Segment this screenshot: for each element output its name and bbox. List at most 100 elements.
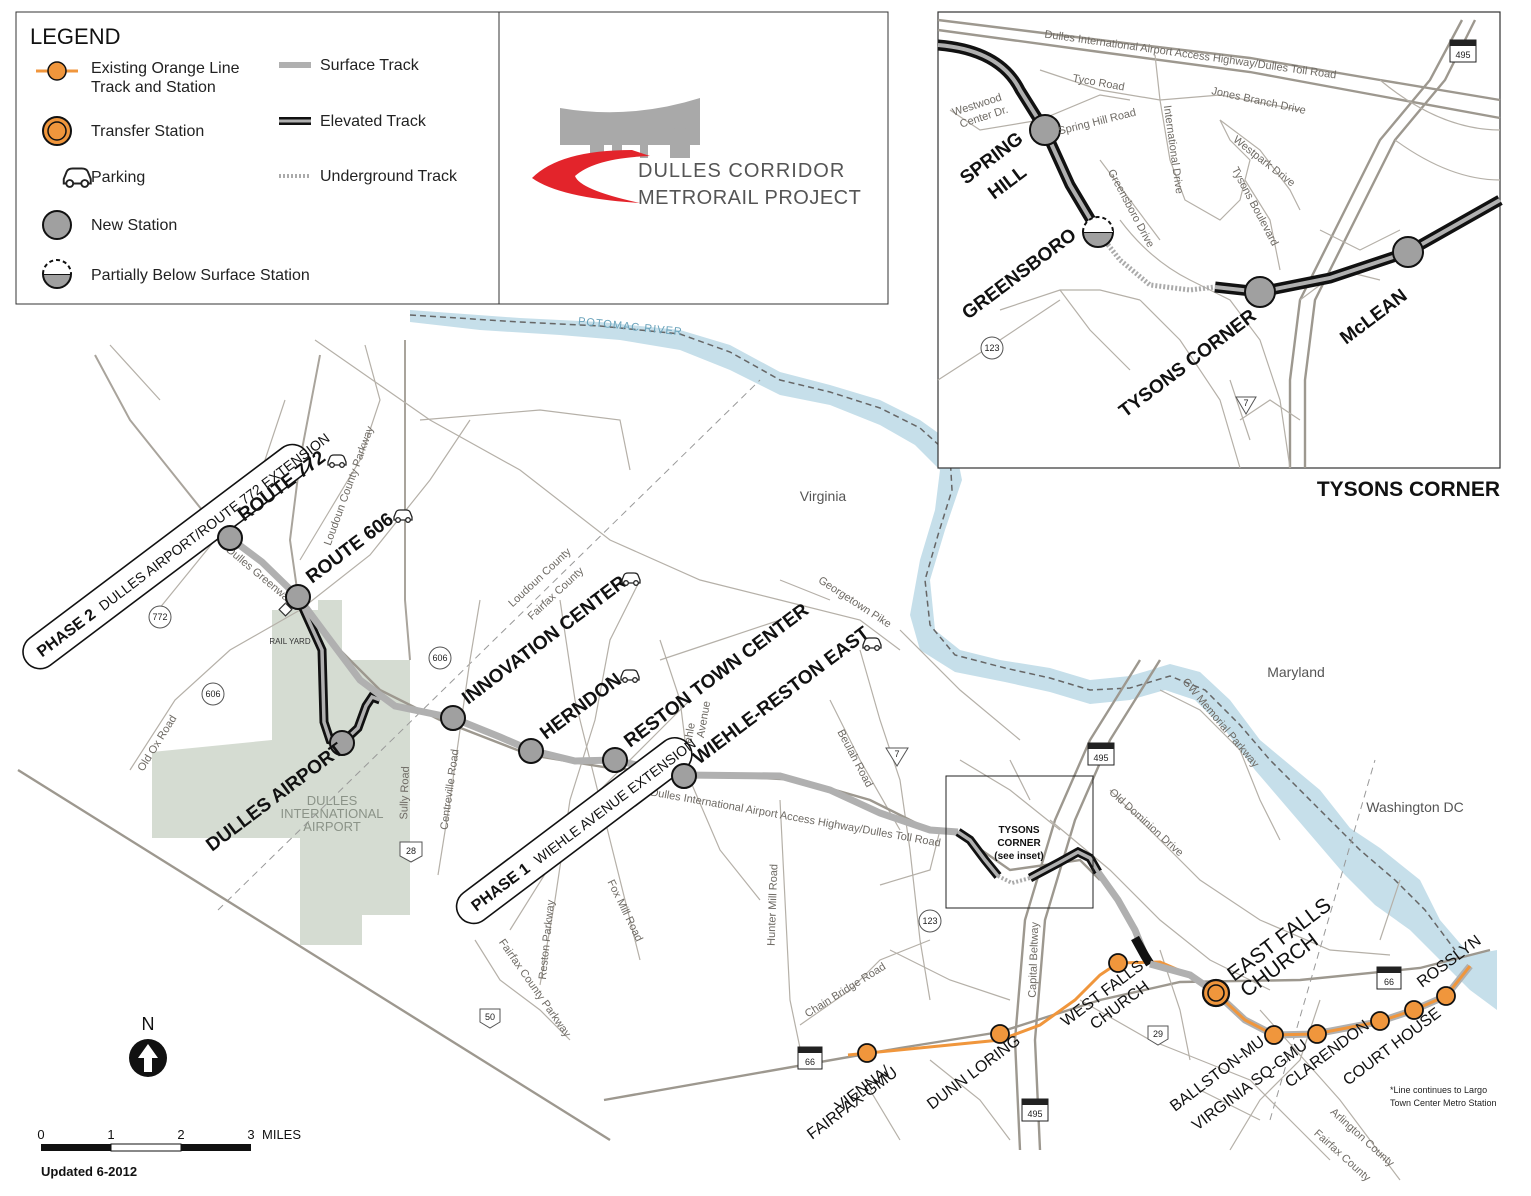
north-arrow-icon	[129, 1039, 167, 1077]
legend-new-station-icon	[42, 210, 72, 240]
inset-station-mclean[interactable]	[1392, 236, 1424, 268]
station-herndon[interactable]	[518, 738, 544, 764]
svg-text:Track and Station: Track and Station	[91, 79, 216, 96]
route-shield-123: 123	[918, 909, 942, 933]
station-clarendon[interactable]	[1370, 1011, 1390, 1031]
interstate-495-shield-a: 495	[1087, 742, 1115, 766]
inset-station-spring-hill[interactable]	[1029, 114, 1061, 146]
legend-parking-icon	[62, 167, 92, 188]
svg-text:METRORAIL PROJECT: METRORAIL PROJECT	[638, 187, 861, 209]
svg-text:0: 0	[37, 1127, 44, 1142]
station-virginia-sq[interactable]	[1307, 1024, 1327, 1044]
station-west-falls-church[interactable]	[1108, 953, 1128, 973]
fox-mill-label: Fox Mill Road	[605, 878, 645, 944]
station-innovation-center[interactable]	[440, 705, 466, 731]
station-vienna[interactable]	[857, 1043, 877, 1063]
svg-text:Transfer Station: Transfer Station	[91, 123, 204, 140]
svg-text:FAIRFAX-GMU: FAIRFAX-GMU	[804, 1064, 901, 1143]
svg-text:INTERNATIONAL: INTERNATIONAL	[280, 806, 383, 821]
parking-icon-route772	[327, 454, 347, 468]
inset-station-greensboro[interactable]	[1081, 216, 1115, 248]
tysons-box-label: TYSONS	[998, 825, 1039, 836]
svg-text:606: 606	[432, 653, 447, 663]
chain-bridge-label: Chain Bridge Road	[803, 961, 888, 1020]
label-herndon: HERNDON	[536, 669, 625, 744]
dulles-airport-area	[152, 600, 410, 945]
potomac-river	[410, 310, 1497, 1010]
svg-text:Elevated Track: Elevated Track	[320, 113, 427, 130]
legend-partial-icon	[42, 259, 72, 275]
ffx-pkwy-label: Fairfax County Parkway	[496, 937, 573, 1040]
capital-beltway-label: Capital Beltway	[1027, 921, 1042, 998]
inset-shield-7: 7	[1235, 396, 1257, 415]
inset-title: TYSONS CORNER	[1317, 478, 1500, 501]
svg-text:3: 3	[247, 1127, 254, 1142]
svg-text:772: 772	[152, 612, 167, 622]
interstate-495-shield-b: 495	[1021, 1098, 1049, 1122]
svg-text:495: 495	[1093, 753, 1108, 763]
svg-text:7: 7	[894, 749, 899, 759]
svg-text:MILES: MILES	[262, 1127, 301, 1142]
station-dulles-airport[interactable]	[329, 730, 355, 756]
svg-text:50: 50	[485, 1012, 495, 1022]
inset-station-tysons[interactable]	[1244, 276, 1276, 308]
label-dunn-loring: DUNN LORING	[924, 1032, 1024, 1113]
station-wiehle[interactable]	[671, 763, 697, 789]
route-shield-606a: 606	[201, 682, 225, 706]
gw-pkwy-label: GW Memorial Parkway	[1180, 676, 1262, 770]
label-route606: ROUTE 606	[302, 509, 397, 588]
svg-text:28: 28	[406, 846, 416, 856]
svg-text:AIRPORT: AIRPORT	[303, 819, 361, 834]
station-east-falls-church[interactable]	[1201, 978, 1231, 1008]
station-route606[interactable]	[285, 584, 311, 610]
interstate-66-shield-b: 66	[1376, 966, 1402, 990]
svg-text:66: 66	[805, 1057, 815, 1067]
svg-text:123: 123	[984, 343, 999, 353]
virginia-label: Virginia	[800, 488, 847, 504]
station-rosslyn[interactable]	[1436, 986, 1456, 1006]
tysons-inset-box	[945, 775, 1094, 909]
legend-title: LEGEND	[30, 24, 120, 49]
tysons-inset: Dulles International Airport Access High…	[937, 11, 1503, 469]
beulah-label: Beulah Road	[834, 728, 874, 790]
station-reston-town-center[interactable]	[602, 747, 628, 773]
station-dunn-loring[interactable]	[990, 1024, 1010, 1044]
inset-shield-123: 123	[980, 336, 1004, 360]
svg-text:(see inset): (see inset)	[994, 851, 1043, 862]
svg-text:Underground Track: Underground Track	[320, 168, 458, 185]
svg-text:66: 66	[1384, 977, 1394, 987]
state-border	[409, 314, 1456, 951]
parking-icon-wiehle	[862, 637, 882, 651]
svg-text:495: 495	[1455, 50, 1470, 60]
route-shield-772: 772	[148, 605, 172, 629]
svg-text:123: 123	[922, 916, 937, 926]
svg-text:Surface Track: Surface Track	[320, 57, 420, 74]
county-line-loudoun	[217, 379, 761, 911]
station-ballston[interactable]	[1264, 1025, 1284, 1045]
route-shield-28: 28	[399, 841, 423, 863]
inset-shield-495: 495	[1449, 39, 1477, 63]
interstate-66-shield-a: 66	[797, 1046, 823, 1070]
route-shield-29: 29	[1147, 1025, 1169, 1046]
route-shield-50: 50	[479, 1008, 501, 1029]
svg-text:7: 7	[1243, 398, 1248, 408]
parking-icon-herndon	[620, 669, 640, 683]
station-route772[interactable]	[217, 525, 243, 551]
svg-text:Avenue: Avenue	[695, 700, 713, 739]
rail-yard-label: RAIL YARD	[269, 637, 310, 646]
station-court-house[interactable]	[1404, 1000, 1424, 1020]
updated-date: Updated 6-2012	[41, 1164, 137, 1179]
svg-text:CORNER: CORNER	[997, 838, 1041, 849]
dulles-metrorail-logo: DULLES CORRIDOR METRORAIL PROJECT	[532, 98, 861, 209]
parking-icon-innovation	[621, 572, 641, 586]
north-label: N	[142, 1014, 155, 1034]
legend-panel: LEGEND Existing Orange Line Track and St…	[15, 11, 889, 305]
svg-text:2: 2	[177, 1127, 184, 1142]
maryland-label: Maryland	[1267, 664, 1325, 680]
reston-pkwy-label: Reston Parkway	[537, 899, 557, 980]
label-reston-tc: RESTON TOWN CENTER	[620, 600, 813, 752]
svg-text:1: 1	[107, 1127, 114, 1142]
svg-text:DULLES CORRIDOR: DULLES CORRIDOR	[638, 160, 845, 182]
svg-text:New Station: New Station	[91, 217, 177, 234]
